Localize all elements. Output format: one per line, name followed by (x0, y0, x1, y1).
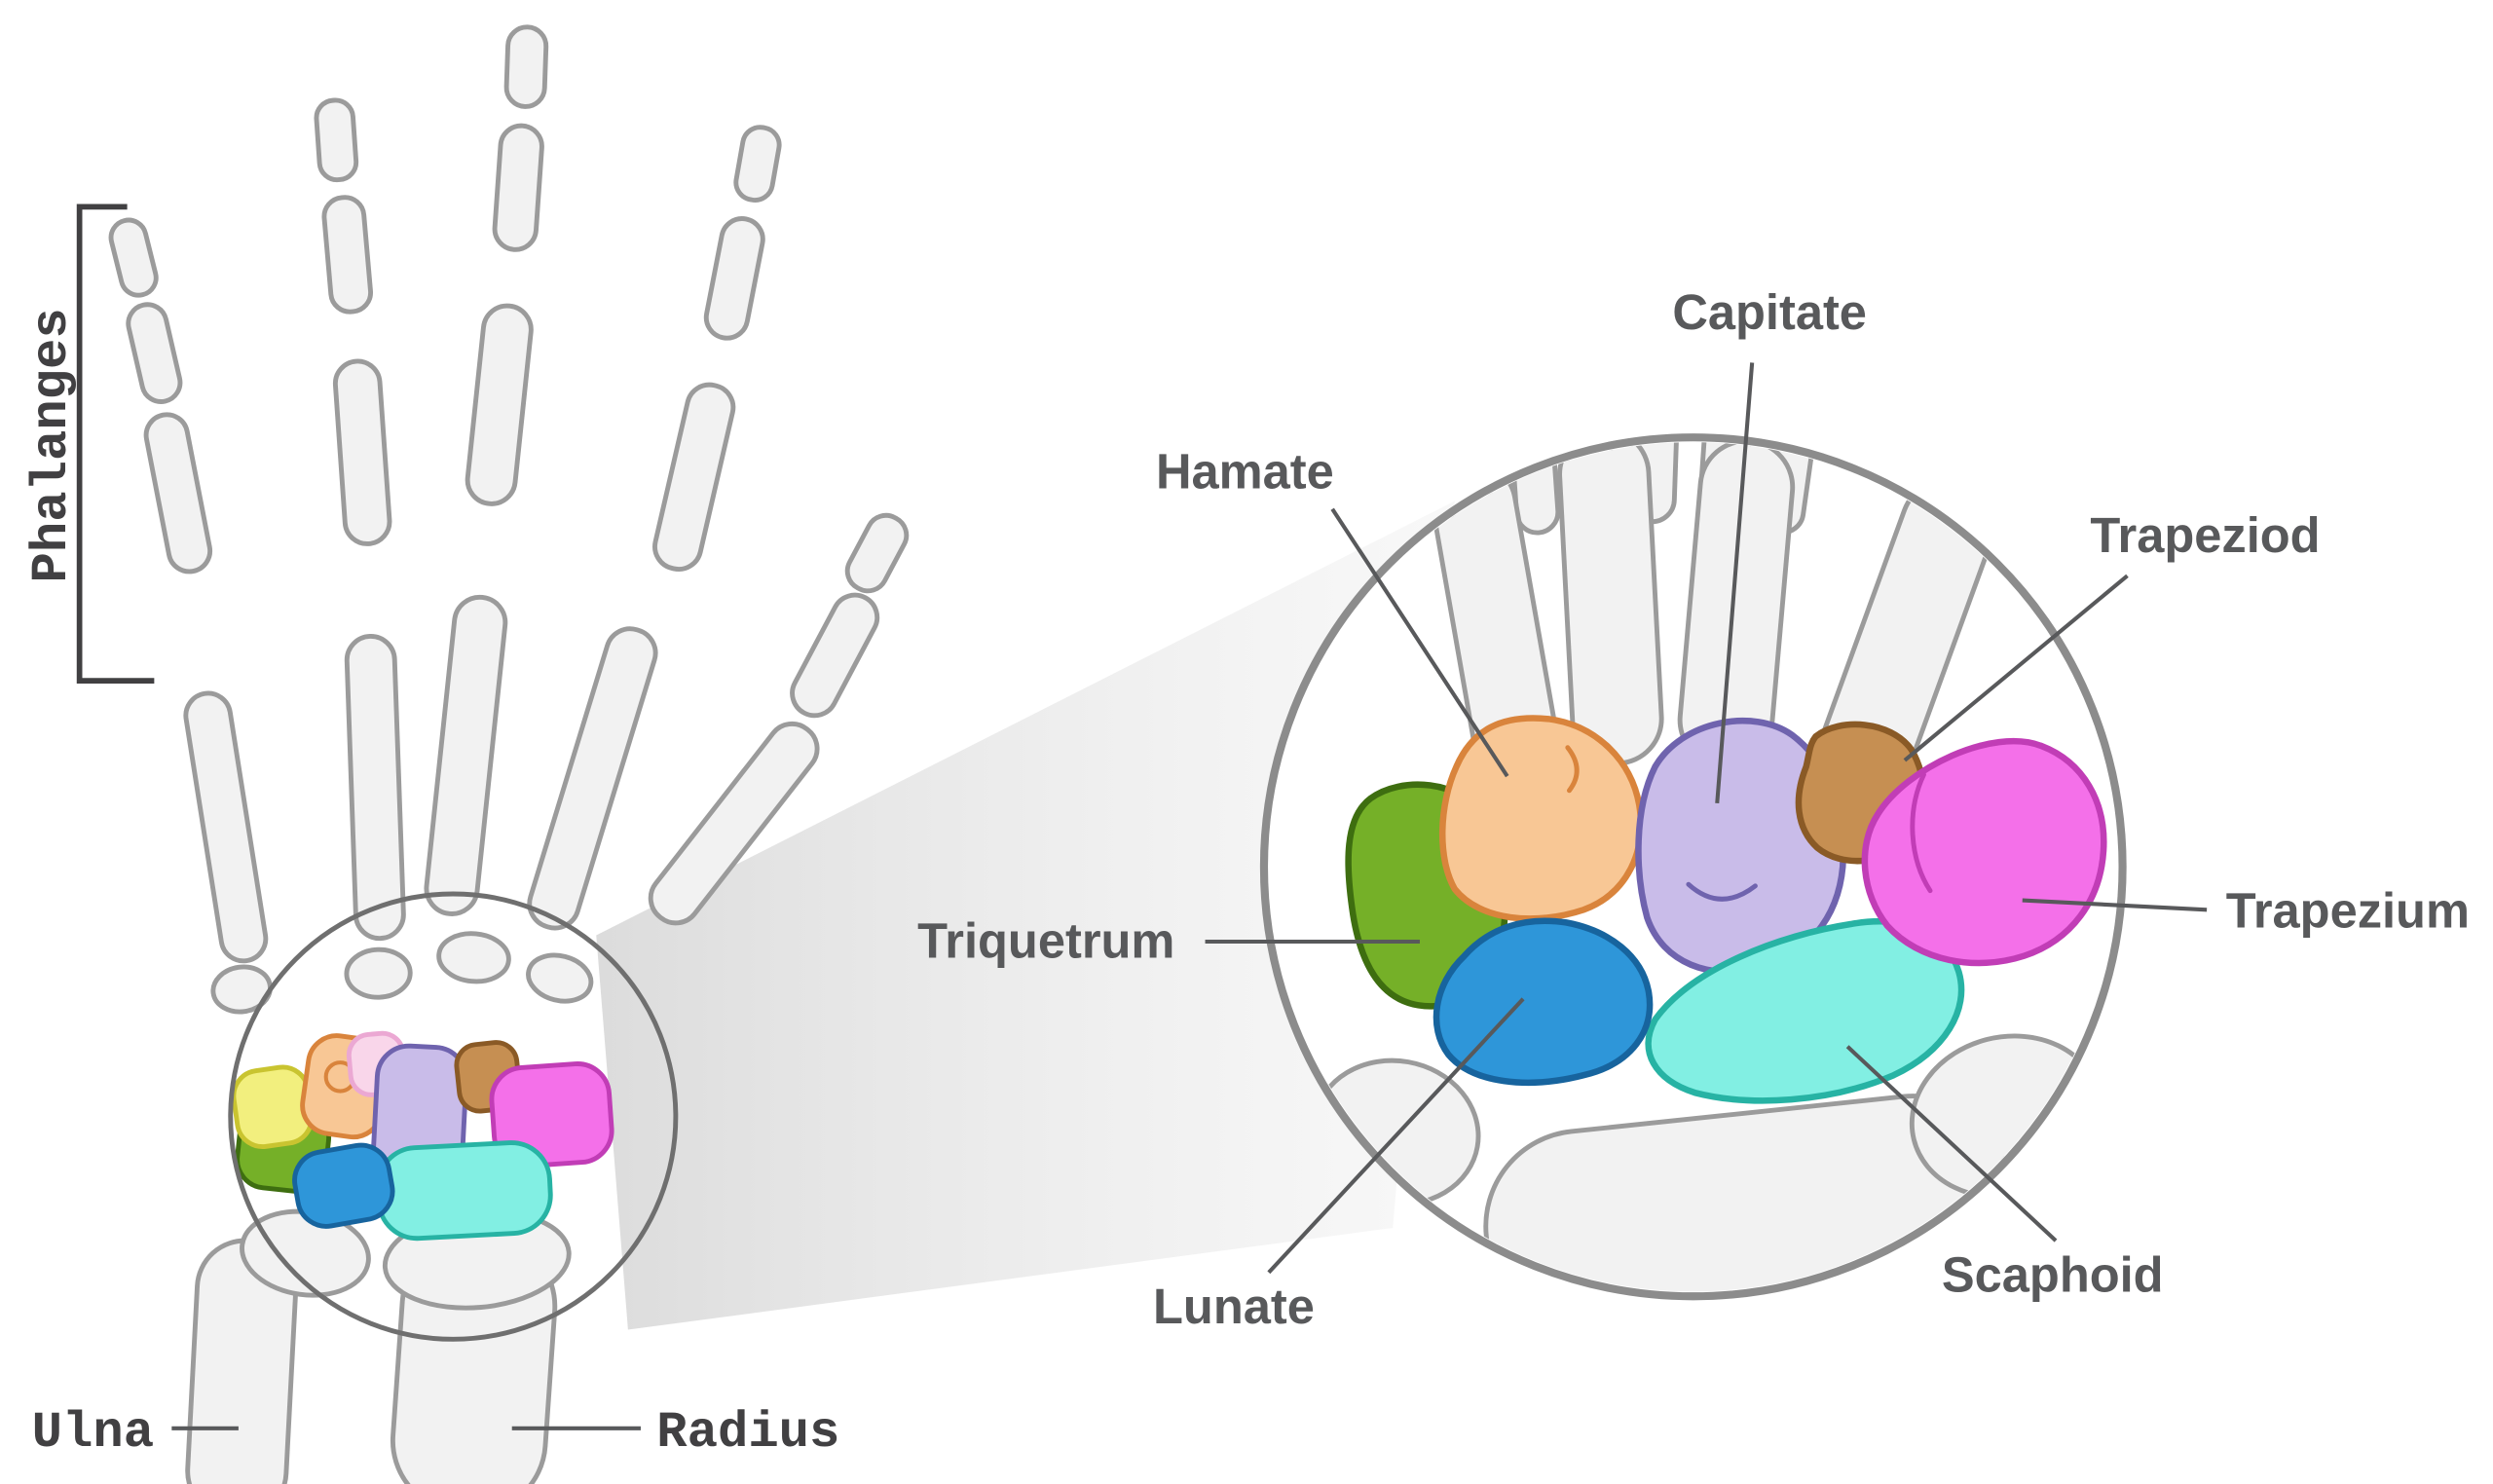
hamate-hook-detail (1565, 745, 1580, 794)
metacarpal-magnified (1557, 442, 1664, 766)
carpal-labels: Capitate Hamate Trapeziod Trapezium Triq… (917, 284, 2470, 1334)
trapezium-label: Trapezium (2226, 882, 2470, 938)
trapezium-bone (1861, 738, 2107, 967)
metacarpal-base-joint (210, 964, 273, 1015)
metacarpal-base-joint (436, 931, 511, 984)
index-proximal-phalanx (652, 382, 736, 572)
metacarpal-base-joint (526, 952, 594, 1004)
hamate-bone (1438, 715, 1645, 922)
radius-label: Radius (656, 1404, 839, 1462)
hamate-pointer-line (1330, 507, 1509, 778)
lunate-pointer-line (1267, 997, 1525, 1275)
index-metacarpal (527, 626, 658, 931)
hand-labels: Phalanges Ulna Radius (23, 204, 839, 1462)
finger-thumb (648, 512, 910, 926)
scaphoid-label: Scaphoid (1942, 1246, 2164, 1302)
scaphoid-bone (1645, 918, 1965, 1104)
wrist-focus-area (210, 891, 679, 1342)
lunate-bone-mini (292, 1142, 395, 1229)
trapezium-crease-detail (1910, 772, 1933, 894)
middle-middle-phalanx (492, 123, 544, 252)
scaphoid-pointer-line (1845, 1045, 2058, 1243)
triquetrum-label: Triquetrum (917, 912, 1174, 968)
middle-metacarpal (424, 594, 508, 916)
capitate-label: Capitate (1672, 284, 1867, 340)
finger-index (527, 125, 782, 931)
lunate-bone (1433, 917, 1654, 1086)
ring-middle-phalanx (321, 195, 374, 315)
pinky-metacarpal (183, 690, 269, 964)
ring-proximal-phalanx (332, 358, 392, 546)
lunate-label: Lunate (1153, 1279, 1315, 1334)
capitate-crease-detail (1686, 881, 1758, 902)
trapeziod-pointer-line (1903, 574, 2129, 762)
middle-proximal-phalanx (465, 303, 534, 506)
finger-ring (314, 97, 406, 942)
pinky-proximal-phalanx (143, 412, 213, 575)
middle-distal-phalanx (503, 24, 549, 109)
trapezium-pointer-line (2022, 898, 2208, 912)
ring-distal-phalanx (314, 97, 359, 183)
magnifier-circle (1259, 433, 2127, 1301)
thumb-distal-phalanx (844, 512, 910, 594)
ring-metacarpal (344, 634, 406, 942)
wrist-focus-circle (228, 891, 679, 1342)
pinky-distal-phalanx (108, 217, 159, 298)
phalanges-label: Phalanges (23, 308, 81, 582)
pinky-middle-phalanx (126, 302, 183, 404)
scaphoid-bone-mini (375, 1140, 553, 1242)
phalanges-bracket (76, 204, 155, 684)
finger-middle (424, 24, 549, 916)
hamate-label: Hamate (1156, 443, 1334, 499)
index-distal-phalanx (733, 125, 782, 203)
index-middle-phalanx (703, 216, 765, 341)
thumb-metacarpal (648, 721, 820, 926)
pointer-lines (171, 362, 2208, 1430)
magnifier-beam (596, 501, 1455, 1330)
trapeziod-label: Trapeziod (2090, 507, 2320, 563)
thumb-proximal-phalanx (790, 592, 880, 719)
ulna-label: Ulna (32, 1404, 154, 1462)
finger-pinky (108, 217, 269, 964)
trapezium-bone-mini (489, 1061, 614, 1169)
metacarpal-base-joint (344, 946, 413, 1000)
capitate-pointer-line (1715, 362, 1755, 804)
